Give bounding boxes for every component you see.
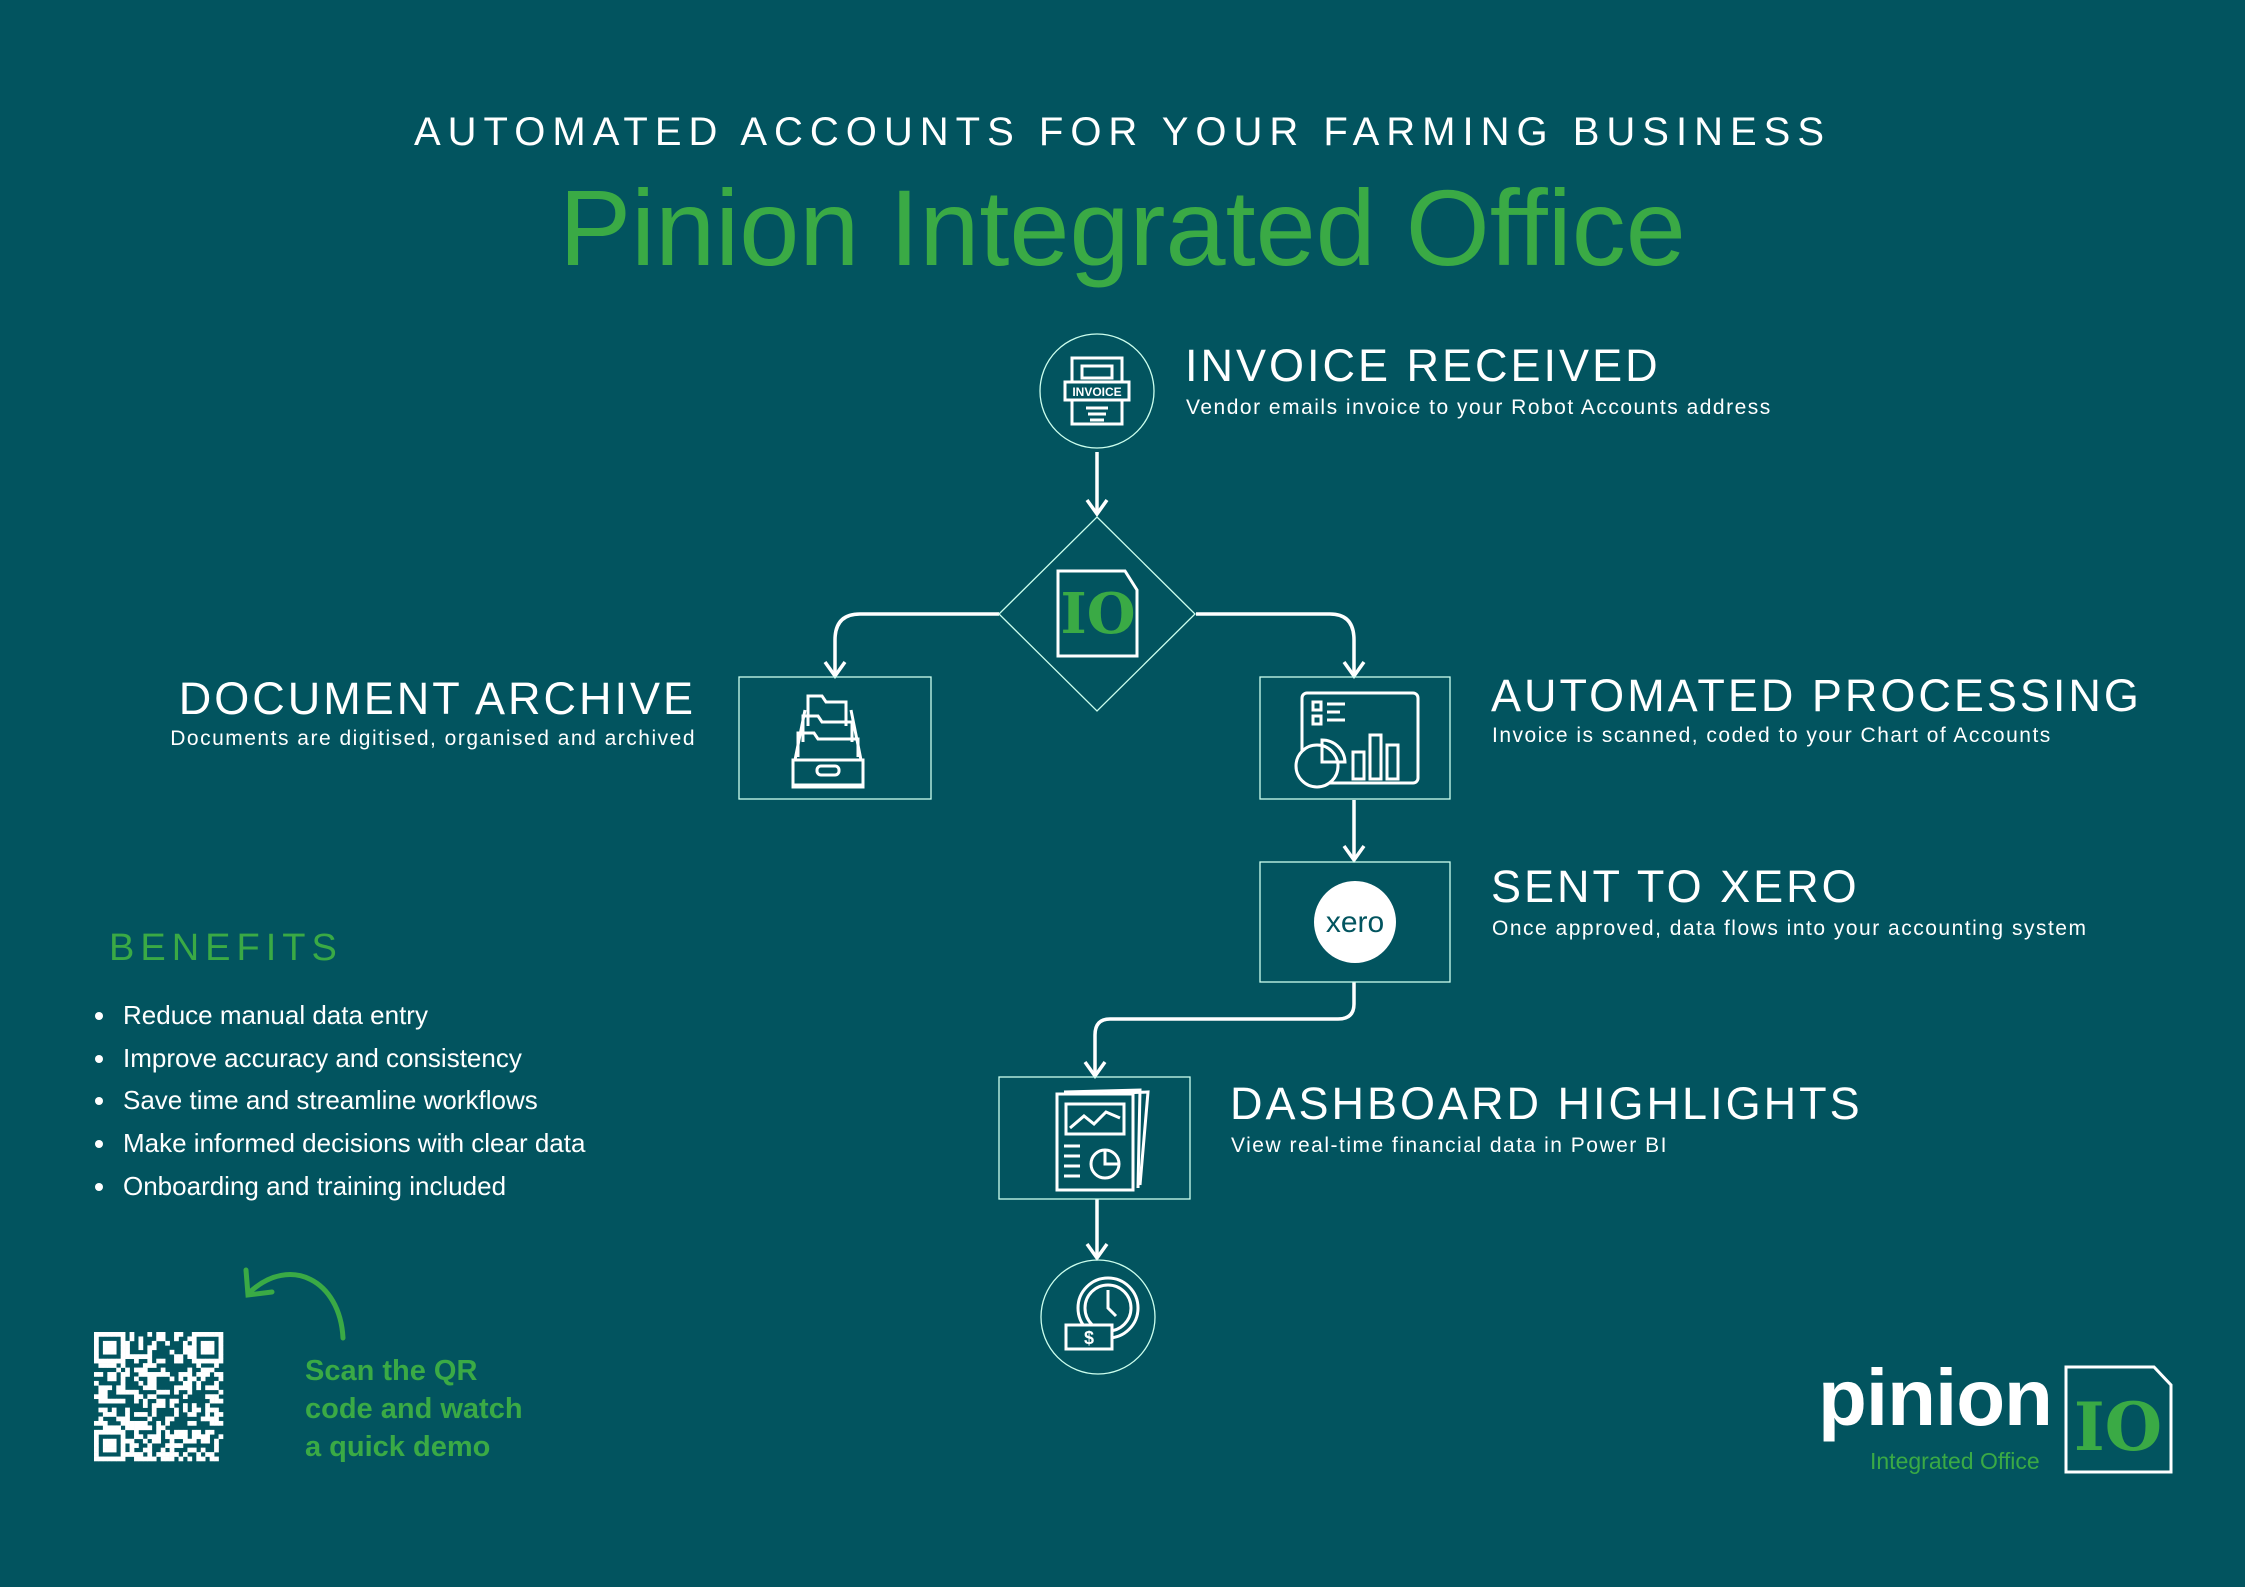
svg-text:$: $ [1084, 1328, 1094, 1348]
benefits-list: Reduce manual data entry Improve accurac… [95, 996, 585, 1209]
processing-box [1259, 676, 1451, 800]
curved-arrow-icon [243, 1267, 346, 1341]
file-drawer-icon [791, 694, 865, 789]
logo-subtitle: Integrated Office [1870, 1448, 2040, 1474]
processing-title: AUTOMATED PROCESSING [1491, 670, 2142, 721]
qr-caption: Scan the QR code and watch a quick demo [305, 1352, 523, 1466]
invoice-icon: INVOICE [1039, 333, 1155, 449]
benefit-item: Make informed decisions with clear data [95, 1124, 585, 1167]
benefit-item: Improve accuracy and consistency [95, 1039, 585, 1082]
svg-text:xero: xero [1326, 906, 1384, 939]
xero-logo-icon [1314, 881, 1396, 963]
page-title: Pinion Integrated Office [559, 167, 1686, 288]
qr-code[interactable] [94, 1332, 224, 1462]
xero-title: SENT TO XERO [1491, 861, 1860, 912]
dashboard-desc: View real-time financial data in Power B… [1231, 1134, 1668, 1157]
report-documents-icon [1055, 1088, 1150, 1192]
logo-wordmark: pinion [1818, 1353, 2053, 1442]
arrow-hub-to-archive [833, 612, 999, 676]
report-chart-icon [1294, 691, 1420, 789]
kicker-heading: AUTOMATED ACCOUNTS FOR YOUR FARMING BUSI… [413, 110, 1832, 154]
benefit-item: Onboarding and training included [95, 1167, 585, 1210]
connectors [833, 452, 1356, 1258]
invoice-title: INVOICE RECEIVED [1185, 340, 1661, 391]
archive-desc: Documents are digitised, organised and a… [170, 727, 696, 750]
xero-box: xero [1259, 861, 1451, 983]
io-hub-diamond: IO [998, 516, 1196, 712]
dashboard-box [998, 1076, 1191, 1200]
archive-title: DOCUMENT ARCHIVE [178, 673, 696, 724]
arrow-xero-to-dashboard [1093, 982, 1356, 1076]
archive-box [738, 676, 932, 800]
processing-desc: Invoice is scanned, coded to your Chart … [1492, 724, 2052, 747]
xero-desc: Once approved, data flows into your acco… [1492, 917, 2088, 940]
svg-text:IO: IO [1061, 581, 1136, 647]
time-money-icon: $ [1040, 1259, 1156, 1375]
invoice-desc: Vendor emails invoice to your Robot Acco… [1186, 396, 1772, 419]
arrow-hub-to-processing [1196, 612, 1356, 676]
svg-text:IO: IO [2074, 1388, 2162, 1466]
dashboard-title: DASHBOARD HIGHLIGHTS [1230, 1078, 1863, 1129]
qr-caption-line: Scan the QR [305, 1355, 478, 1387]
qr-caption-line: code and watch [305, 1393, 523, 1425]
benefit-item: Reduce manual data entry [95, 996, 585, 1039]
logo-mark: IO [2064, 1365, 2173, 1474]
benefit-item: Save time and streamline workflows [95, 1081, 585, 1124]
benefits-heading: BENEFITS [109, 927, 343, 969]
qr-caption-line: a quick demo [305, 1431, 491, 1463]
svg-text:INVOICE: INVOICE [1072, 385, 1121, 399]
